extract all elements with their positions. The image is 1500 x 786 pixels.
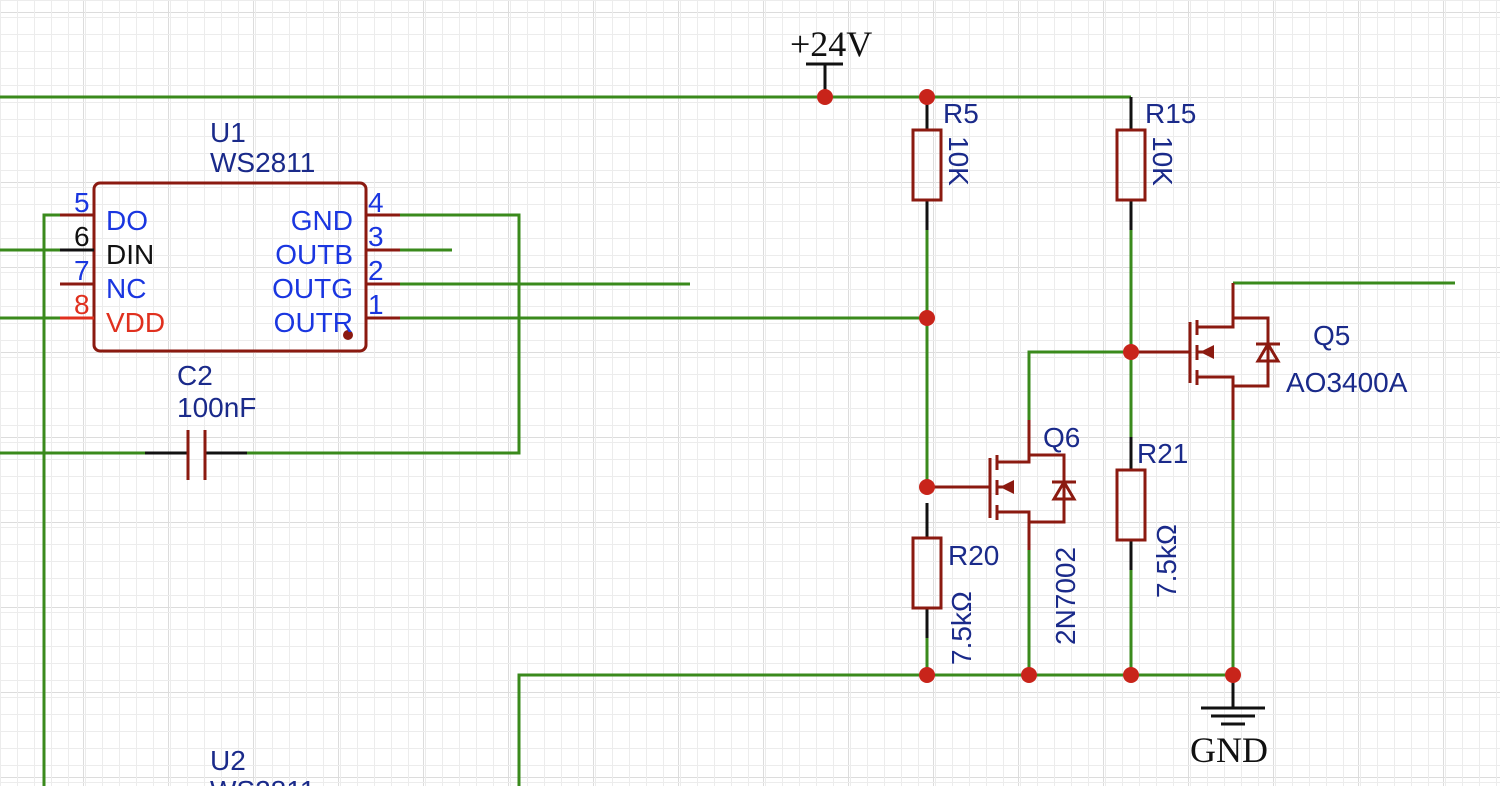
wires xyxy=(0,95,1455,786)
power-24v[interactable]: +24V xyxy=(790,24,872,97)
r5-value: 10K xyxy=(943,136,974,186)
r21-designator: R21 xyxy=(1137,438,1188,469)
wire-gnd-rail[interactable] xyxy=(517,673,1233,786)
junction-dot xyxy=(1123,344,1139,360)
junction-dot xyxy=(919,89,935,105)
u1-pin3-name: OUTB xyxy=(275,239,353,270)
u1-pin8-number: 8 xyxy=(74,289,90,320)
r21-resistor[interactable]: R21 7.5kΩ xyxy=(1115,437,1188,598)
u1-pin6-name: DIN xyxy=(106,239,154,270)
junctions xyxy=(817,89,1241,683)
junction-dot xyxy=(817,89,833,105)
wire-q6-drain[interactable] xyxy=(1027,350,1131,420)
u1-pin5-number: 5 xyxy=(74,187,90,218)
r21-value: 7.5kΩ xyxy=(1151,524,1182,598)
ground-symbol[interactable]: GND xyxy=(1190,675,1268,770)
q5-part: AO3400A xyxy=(1286,367,1408,398)
u1-pin3-number: 3 xyxy=(368,221,384,252)
u1-pin1-name: OUTR xyxy=(274,307,353,338)
junction-dot xyxy=(1225,667,1241,683)
q6-designator: Q6 xyxy=(1043,422,1080,453)
r15-value: 10K xyxy=(1147,136,1178,186)
r15-resistor[interactable]: R15 10K xyxy=(1115,97,1196,230)
power-24v-label: +24V xyxy=(790,24,872,64)
c2-designator: C2 xyxy=(177,360,213,391)
u1-pin8-name: VDD xyxy=(106,307,165,338)
wire-do[interactable] xyxy=(42,213,60,786)
u1-part: WS2811 xyxy=(210,147,315,178)
junction-dot xyxy=(919,479,935,495)
q5-mosfet[interactable]: Q5 AO3400A xyxy=(1131,283,1408,420)
junction-dot xyxy=(919,310,935,326)
junction-dot xyxy=(1021,667,1037,683)
u2-ws2811[interactable]: U2 WS2811 xyxy=(210,745,315,786)
r20-resistor[interactable]: R20 7.5kΩ xyxy=(911,503,999,665)
r15-designator: R15 xyxy=(1145,98,1196,129)
u2-part: WS2811 xyxy=(210,775,315,786)
r5-designator: R5 xyxy=(943,98,979,129)
ground-label: GND xyxy=(1190,730,1268,770)
r20-designator: R20 xyxy=(948,540,999,571)
u1-pin7-number: 7 xyxy=(74,255,90,286)
u1-pin7-name: NC xyxy=(106,273,146,304)
u1-pin5-name: DO xyxy=(106,205,148,236)
junction-dot xyxy=(919,667,935,683)
u1-pin2-number: 2 xyxy=(368,255,384,286)
c2-value: 100nF xyxy=(177,392,256,423)
u1-pin1-number: 1 xyxy=(368,289,384,320)
r5-resistor[interactable]: R5 10K xyxy=(911,97,979,230)
u1-designator: U1 xyxy=(210,117,246,148)
u1-ws2811[interactable]: U1 WS2811 5 DO 6 DIN 7 NC 8 VDD 4 GND 3 … xyxy=(60,117,400,353)
u1-pin6-number: 6 xyxy=(74,221,90,252)
q6-mosfet[interactable]: Q6 2N7002 xyxy=(927,420,1081,645)
u1-pin4-name: GND xyxy=(291,205,353,236)
junction-dot xyxy=(1123,667,1139,683)
q6-part: 2N7002 xyxy=(1050,547,1081,645)
r20-value: 7.5kΩ xyxy=(946,591,977,665)
wire-gnd-c2[interactable] xyxy=(247,213,521,455)
c2-capacitor[interactable]: C2 100nF xyxy=(145,360,256,480)
u1-pin4-number: 4 xyxy=(368,187,384,218)
u1-pin2-name: OUTG xyxy=(272,273,353,304)
u2-designator: U2 xyxy=(210,745,246,776)
q5-designator: Q5 xyxy=(1313,320,1350,351)
